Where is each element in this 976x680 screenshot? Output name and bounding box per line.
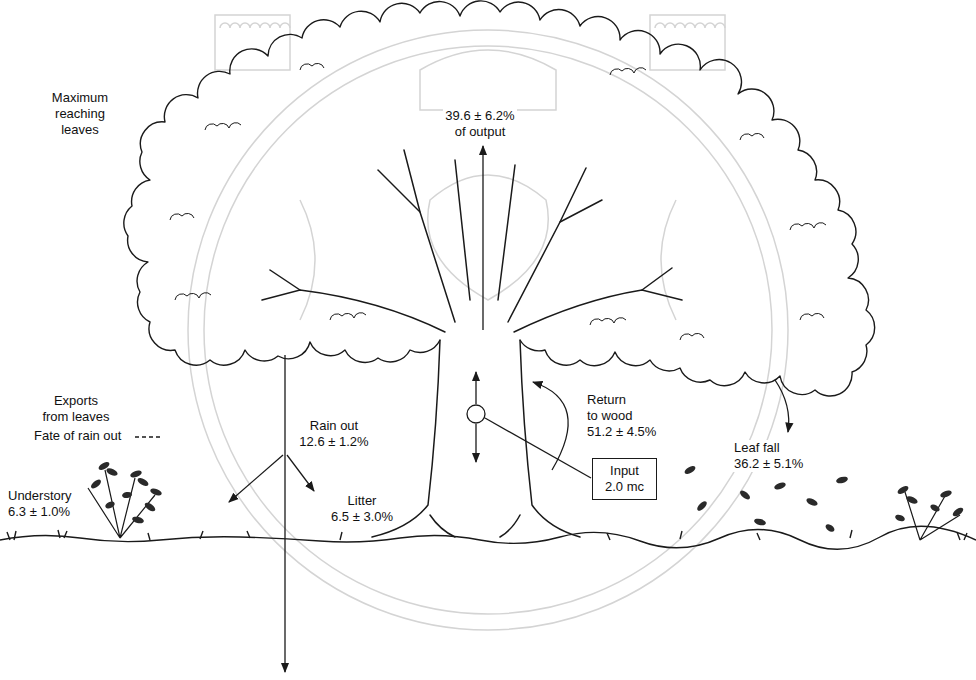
text-line: 12.6 ± 1.2% bbox=[299, 434, 368, 450]
text-line: 6.3 ± 1.0% bbox=[8, 504, 72, 520]
understory-bush bbox=[88, 460, 965, 540]
flow-label: Leaf fall 36.2 ± 5.1% bbox=[732, 440, 805, 472]
text-line: 36.2 ± 5.1% bbox=[734, 456, 803, 472]
text-line: Leaf fall bbox=[734, 440, 803, 456]
text-line: Understory bbox=[8, 488, 72, 504]
input-box: Input 2.0 mc bbox=[592, 458, 657, 500]
text-line: Litter bbox=[331, 493, 393, 509]
flow-label: Rain out 12.6 ± 1.2% bbox=[297, 418, 370, 450]
text-line: Exports bbox=[42, 393, 109, 409]
text-line: Fate of rain out bbox=[34, 428, 121, 444]
text-line: 39.6 ± 6.2% bbox=[445, 108, 514, 124]
box-text: Input 2.0 mc bbox=[605, 463, 644, 495]
flow-label: Litter 6.5 ± 3.0% bbox=[329, 493, 395, 525]
canopy-outline bbox=[124, 1, 875, 396]
flow-label: 39.6 ± 6.2% of output bbox=[443, 108, 516, 140]
text-line: leaves bbox=[52, 122, 108, 138]
foliage-texture bbox=[170, 63, 826, 340]
flow-label: Understory 6.3 ± 1.0% bbox=[6, 488, 74, 520]
text-line: from leaves bbox=[42, 409, 109, 425]
text-line: to wood bbox=[587, 408, 656, 424]
text-line: of output bbox=[445, 124, 514, 140]
falling-leaves bbox=[683, 464, 848, 533]
text-line: Maximum bbox=[52, 90, 108, 106]
flow-label: Exports from leaves bbox=[40, 393, 111, 425]
flow-label: Maximum reaching leaves bbox=[50, 90, 110, 138]
text-line: 51.2 ± 4.5% bbox=[587, 424, 656, 440]
text-line: 2.0 mc bbox=[605, 479, 644, 495]
text-line: 6.5 ± 3.0% bbox=[331, 509, 393, 525]
flow-label: Fate of rain out bbox=[32, 428, 123, 444]
text-line: Input bbox=[605, 463, 644, 479]
text-line: Rain out bbox=[299, 418, 368, 434]
text-line: reaching bbox=[52, 106, 108, 122]
flow-arrows bbox=[135, 146, 789, 672]
trunk-and-branches bbox=[262, 150, 682, 537]
text-line: Return bbox=[587, 392, 656, 408]
flow-label: Return to wood 51.2 ± 4.5% bbox=[585, 392, 658, 440]
